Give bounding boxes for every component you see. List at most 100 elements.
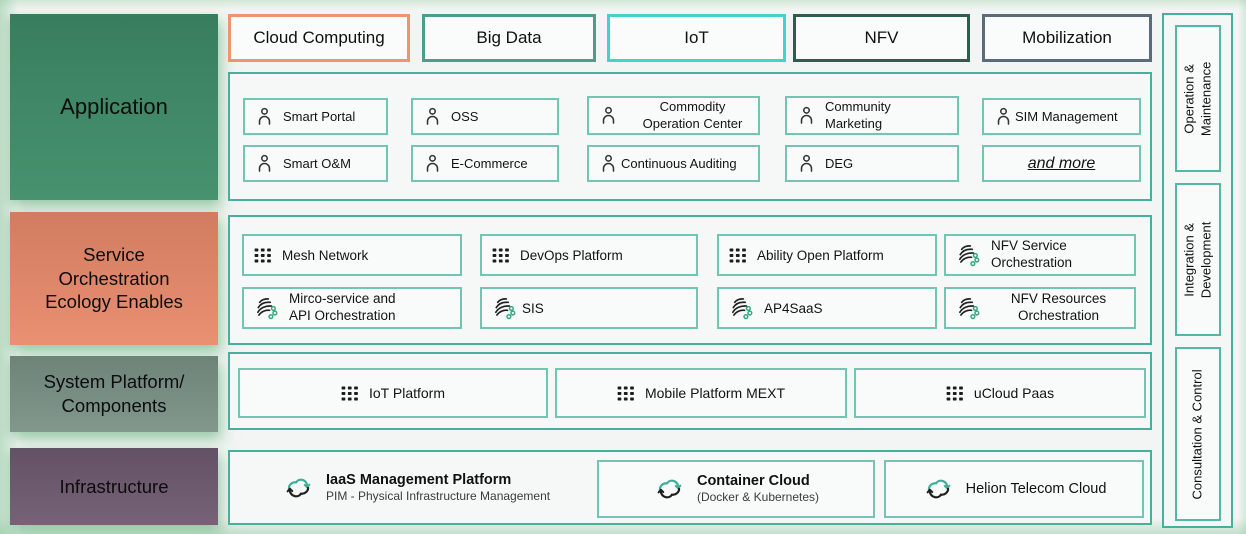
row-label-service-orchestration: Service Orchestration Ecology Enables [10,212,218,345]
app-item-and-more: and more [982,145,1141,182]
app-item-label: Operation Center [642,115,743,131]
person-icon [796,105,817,126]
person-icon [598,105,619,126]
app-item-label: Commodity [659,99,726,115]
infra-item-subtitle: PIM - Physical Infrastructure Management [326,489,551,504]
app-item-label: Smart O&M [283,156,351,171]
person-icon [598,153,619,174]
tab-label: Big Data [476,28,542,47]
svc-item-label: Ability Open Platform [757,247,884,263]
lifecycle-operation-maintenance: Operation & Maintenance [1175,25,1221,172]
row-label-system-platform: System Platform/ Components [10,356,218,432]
svc-item-label: Orchestration [1017,308,1100,323]
person-icon [796,153,817,174]
app-item-label: E-Commerce [451,156,528,171]
row-label-text: System Platform/ [43,371,185,393]
lifecycle-label: Consultation & Control [1189,368,1205,500]
app-item-sim-management: SIM Management [982,98,1141,135]
sys-item-label: IoT Platform [369,385,445,401]
sys-item-iot-platform: IoT Platform [238,368,548,418]
row-label-text: Application [60,93,168,119]
grid-icon [341,386,359,401]
infra-item-title: Container Cloud [696,473,810,490]
lifecycle-consultation-control: Consultation & Control [1175,347,1221,521]
lifecycle-label: Development [1198,221,1214,298]
svc-item-label: API Orchestration [289,308,396,323]
svc-item-label: NFV Service [991,238,1067,254]
infra-item-iaas-management-platform: IaaS Management Platform PIM - Physical … [282,462,612,514]
orchestration-icon [956,296,981,321]
row-label-text: Infrastructure [59,475,169,497]
infra-item-title: Helion Telecom Cloud [965,480,1107,497]
svc-item-label: Mesh Network [282,247,369,263]
infra-item-container-cloud: Container Cloud (Docker & Kubernetes) [597,460,875,518]
app-item-label: and more [1027,154,1096,172]
grid-icon [492,248,510,263]
cloud-sync-icon [653,477,686,501]
tab-label: Mobilization [1022,28,1112,47]
sys-item-label: Mobile Platform MEXT [644,385,786,401]
infra-item-helion-telecom-cloud: Helion Telecom Cloud [884,460,1144,518]
lifecycle-label: Maintenance [1198,61,1214,136]
orchestration-icon [956,243,981,268]
svc-item-mesh-network: Mesh Network [242,234,462,276]
grid-icon [946,386,964,401]
tab-label: IoT [684,28,709,47]
person-icon [254,153,275,174]
app-item-label: Continuous Auditing [621,156,737,171]
orchestration-icon [729,296,754,321]
tab-cloud-computing: Cloud Computing [228,14,410,62]
svc-item-sis: SIS [480,287,698,329]
app-item-label: DEG [825,156,854,171]
tab-nfv: NFV [793,14,970,62]
grid-icon [729,248,747,263]
lifecycle-column-container: Operation & Maintenance Integration & De… [1162,13,1233,528]
cloud-sync-icon [282,476,315,500]
tab-mobilization: Mobilization [982,14,1152,62]
person-icon [422,153,443,174]
service-orchestration-row-container: Mesh Network DevOps Platform Ability Ope… [228,215,1152,345]
svc-item-devops-platform: DevOps Platform [480,234,698,276]
app-item-smart-portal: Smart Portal [243,98,388,135]
row-label-text: Service [83,243,145,265]
app-item-community-marketing: Community Marketing [785,96,959,135]
row-label-text: Components [61,395,167,416]
infrastructure-row-container: IaaS Management Platform PIM - Physical … [228,450,1152,525]
lifecycle-label: Integration & [1181,222,1197,297]
row-label-infrastructure: Infrastructure [10,448,218,525]
app-item-continuous-auditing: Continuous Auditing [587,145,760,182]
app-item-commodity-operation-center: Commodity Operation Center [587,96,760,135]
app-item-smart-om: Smart O&M [243,145,388,182]
app-item-deg: DEG [785,145,959,182]
sys-item-mobile-platform-mext: Mobile Platform MEXT [555,368,847,418]
orchestration-icon [492,296,517,321]
cloud-sync-icon [922,477,955,501]
lifecycle-integration-development: Integration & Development [1175,183,1221,336]
person-icon [254,106,275,127]
sys-item-label: uCloud Paas [973,385,1055,401]
lifecycle-label: Operation & [1181,63,1197,134]
svc-item-label: AP4SaaS [764,300,823,316]
svc-item-label: NFV Resources [1010,291,1107,307]
tab-label: NFV [864,28,899,47]
app-item-label: Marketing [825,115,883,131]
grid-icon [254,248,272,263]
person-icon [993,106,1014,127]
app-item-label: OSS [451,109,479,124]
system-platform-row-container: IoT Platform Mobile Platform MEXT uCloud… [228,352,1152,430]
infra-item-subtitle: (Docker & Kubernetes) [696,490,820,505]
app-item-label: Community [825,99,891,115]
app-item-oss: OSS [411,98,559,135]
svc-item-label: Orchestration [991,255,1073,270]
svc-item-micro-service-api-orchestration: Mirco-service and API Orchestration [242,287,462,329]
tab-iot: IoT [607,14,786,62]
svc-item-ability-open-platform: Ability Open Platform [717,234,937,276]
sys-item-ucloud-paas: uCloud Paas [854,368,1146,418]
tab-big-data: Big Data [422,14,596,62]
app-item-ecommerce: E-Commerce [411,145,559,182]
orchestration-icon [254,296,279,321]
tab-label: Cloud Computing [253,28,385,47]
app-item-label: SIM Management [1015,109,1118,124]
person-icon [422,106,443,127]
